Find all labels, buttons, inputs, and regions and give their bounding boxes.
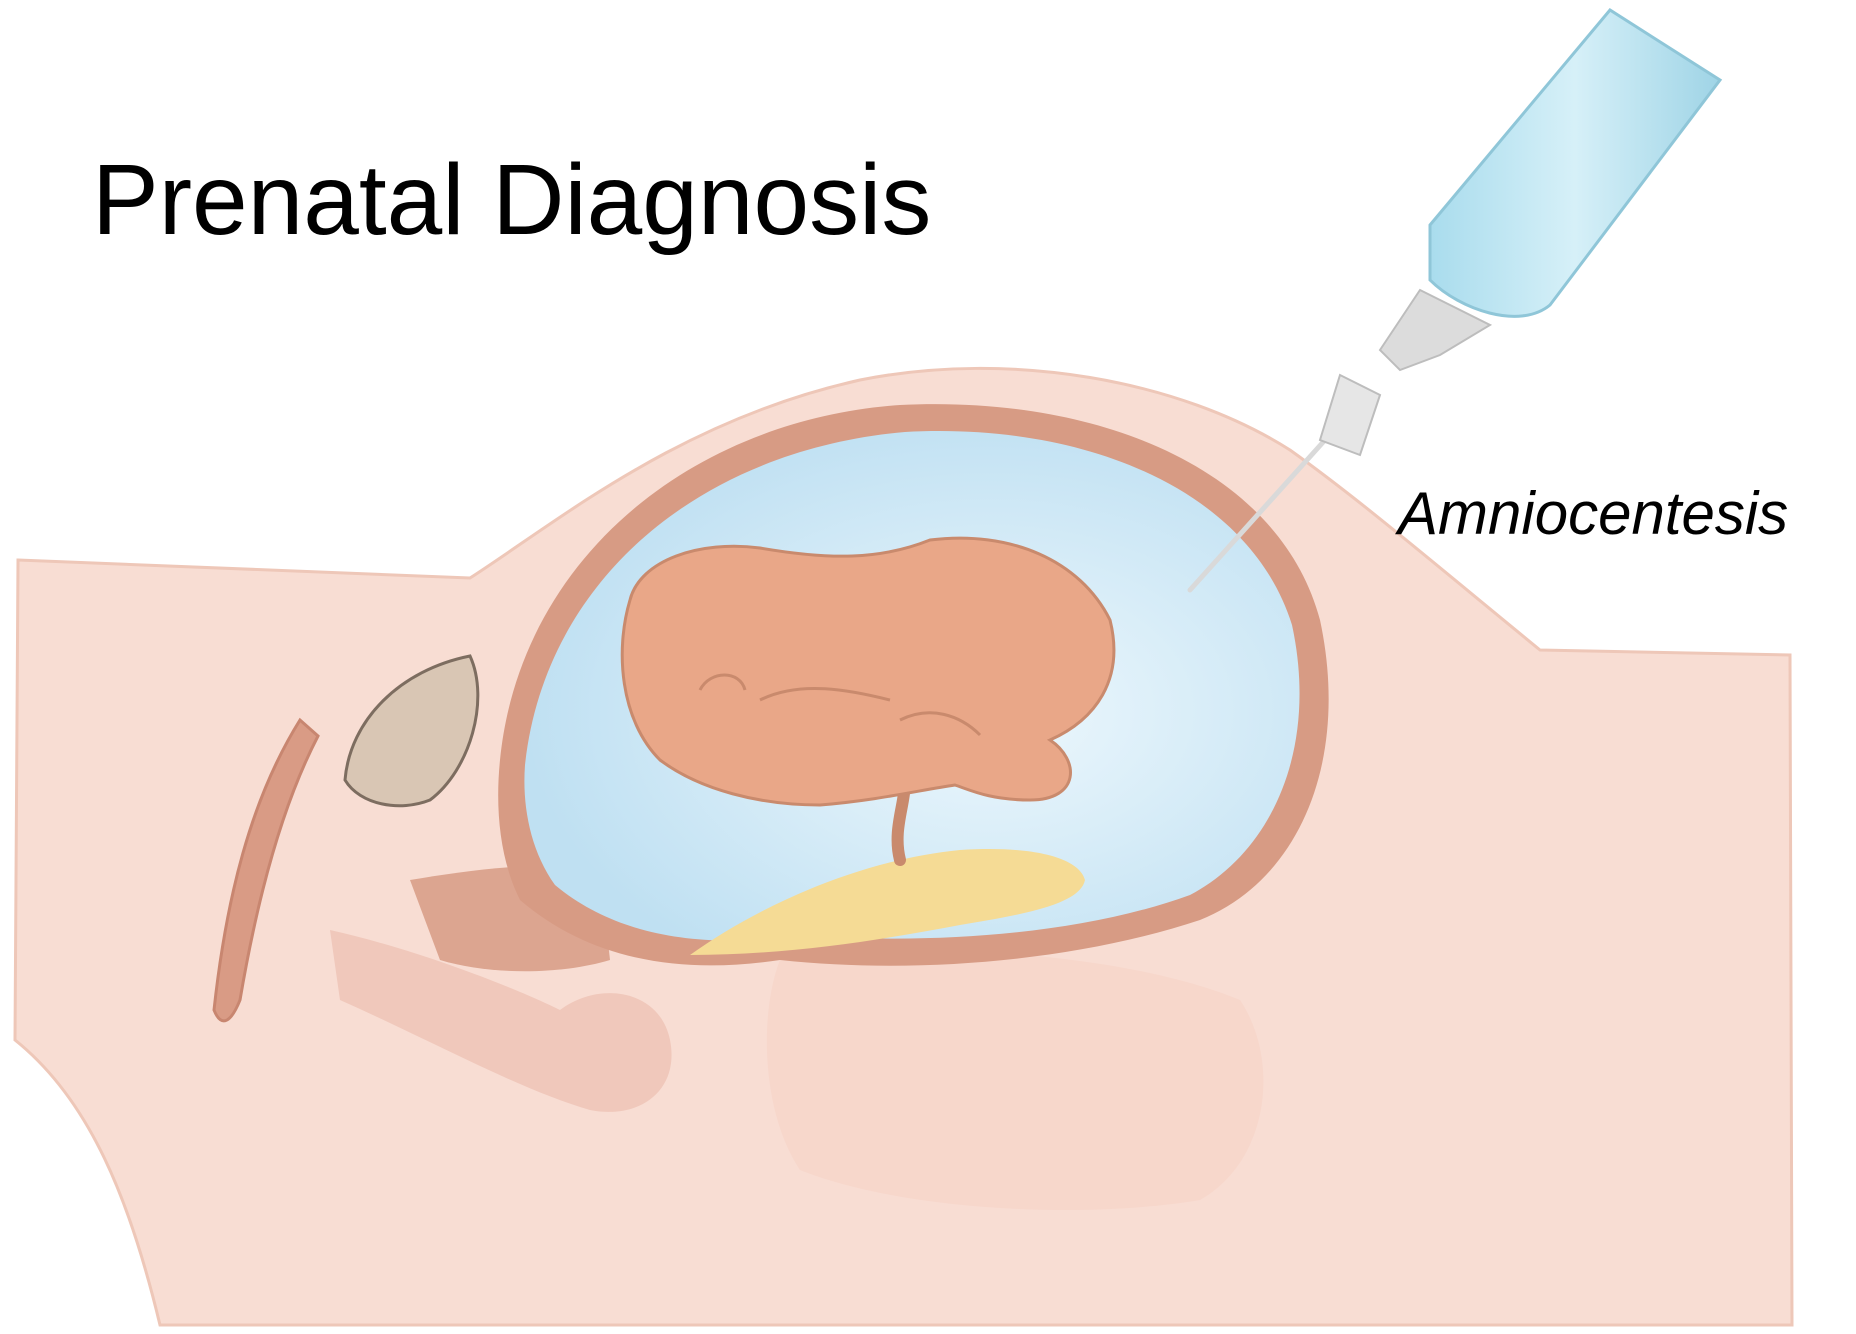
fetus (622, 538, 1114, 805)
syringe-hub (1320, 375, 1380, 455)
intestine-shape (767, 950, 1264, 1210)
procedure-label: Amniocentesis (1398, 484, 1788, 544)
syringe-barrel (1430, 10, 1720, 316)
